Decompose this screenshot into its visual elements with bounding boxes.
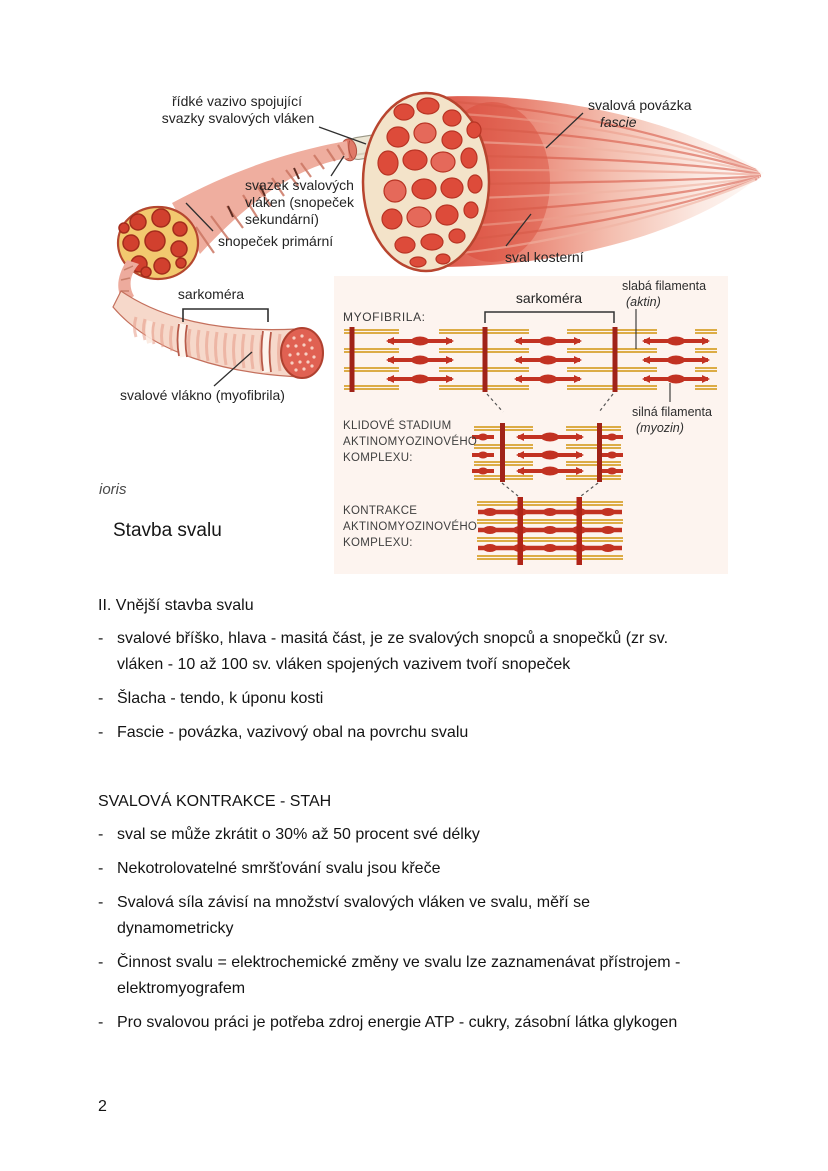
bullet-text: sval se může zkrátit o 30% až 50 procent… [117,826,480,843]
bundle-dark-marks [227,167,300,218]
label-sarcomere-left: sarkoméra [178,286,244,302]
label-contraction-line2: AKTINOMYOZINOVÉHO [343,520,477,533]
z-discs [500,423,602,482]
myofibril-panel-contracted [477,497,623,565]
bullet-marker: - [98,954,104,971]
sarcomere-bracket-left [182,308,269,322]
list-item: - Svalová síla závisí na množství svalov… [98,890,788,942]
bullet-text: Fascie - povázka, vazivový obal na povrc… [117,724,469,741]
myofibril-panel-resting-wide [344,311,717,392]
list-item: - sval se může zkrátit o 30% až 50 proce… [98,822,788,848]
list-item: - Pro svalovou práci je potřeba zdroj en… [98,1010,788,1036]
skeletal-muscle-illustration [340,91,764,273]
list-item: - Činnost svalu = elektrochemické změny … [98,950,788,1002]
label-primary-bundle: snopeček primární [218,233,333,249]
label-resting-state-line3: KOMPLEXU: [343,452,413,464]
label-thick-filament-line1: silná filamenta [632,405,712,419]
label-thin-filament-line2: (aktin) [626,295,661,309]
label-myofibril-heading: MYOFIBRILA: [343,310,426,324]
bullet-marker: - [98,894,104,911]
label-muscle-fiber: svalové vlákno (myofibrila) [120,387,285,403]
bullet-marker: - [98,690,104,707]
actin-filaments [477,501,623,560]
label-resting-state-line1: KLIDOVÉ STADIUM [343,419,451,432]
list-item: - Nekotrolovatelné smršťování svalu jsou… [98,856,788,882]
label-thick-filament-line2: (myozin) [636,421,684,435]
label-skeletal-muscle: sval kosterní [505,249,584,265]
label-loose-connective-line1: řídké vazivo spojující [172,93,302,109]
bullet-text: Činnost svalu = elektrochemické změny ve… [117,954,681,997]
list-item: - svalové bříško, hlava - masitá část, j… [98,626,788,678]
strand-striations [120,265,134,292]
z-discs [517,497,582,565]
zoom-connector-lines [486,393,614,497]
muscle-streaks [453,100,762,256]
bullet-marker: - [98,1014,104,1031]
muscle-fascicle-cells [377,97,483,268]
bullet-text: svalové bříško, hlava - masitá část, je … [117,630,669,673]
label-pointer-lines [185,112,671,402]
diagram-panel-background [334,276,728,574]
muscle-fiber-illustration [112,290,324,379]
label-sarcomere-right: sarkoméra [516,290,582,306]
label-secondary-bundle-line2: vláken (snopeček [245,194,355,210]
label-thin-filament-line1: slabá filamenta [622,279,706,293]
muscle-structure-figure: řídké vazivo spojující svazky svalových … [0,0,828,580]
bullet-text: Nekotrolovatelné smršťování svalu jsou k… [117,860,441,877]
label-secondary-bundle-line1: svazek svalových [245,177,354,193]
section-heading-contraction: SVALOVÁ KONTRAKCE - STAH [98,793,332,810]
z-discs [349,327,618,392]
bullet-text: Pro svalovou práci je potřeba zdroj ener… [117,1014,678,1031]
label-loose-connective-line2: svazky svalových vláken [162,110,315,126]
bullet-text: Svalová síla závisí na množství svalovýc… [117,894,591,937]
bullet-marker: - [98,630,104,647]
sarcomere-bracket-right [484,311,615,323]
bundle-striations [195,144,345,254]
primary-bundle-illustration [116,141,349,303]
label-fascia-cz: svalová povázka [588,97,692,113]
section-heading-outer-structure: II. Vnější stavba svalu [98,597,254,614]
myofibril-panel-resting [470,423,625,482]
page-body-text: II. Vnější stavba svalu - svalové bříško… [0,580,828,1120]
label-resting-state-line2: AKTINOMYOZINOVÉHO [343,435,477,448]
bullet-marker: - [98,826,104,843]
list-item: - Fascie - povázka, vazivový obal na pov… [98,720,788,746]
list-item: - Šlacha - tendo, k úponu kosti [98,686,788,712]
partial-word-ioris: ioris [99,481,127,498]
label-contraction-line3: KOMPLEXU: [343,537,413,549]
page-number: 2 [98,1098,107,1115]
bullet-marker: - [98,724,104,741]
bullet-marker: - [98,860,104,877]
fiber-face-dots [286,334,316,372]
label-fascia-lat: fascie [600,114,637,130]
label-secondary-bundle-line3: sekundární) [245,211,319,227]
bullet-text: Šlacha - tendo, k úponu kosti [117,690,324,707]
figure-caption: Stavba svalu [113,520,222,541]
label-contraction-line1: KONTRAKCE [343,505,417,517]
